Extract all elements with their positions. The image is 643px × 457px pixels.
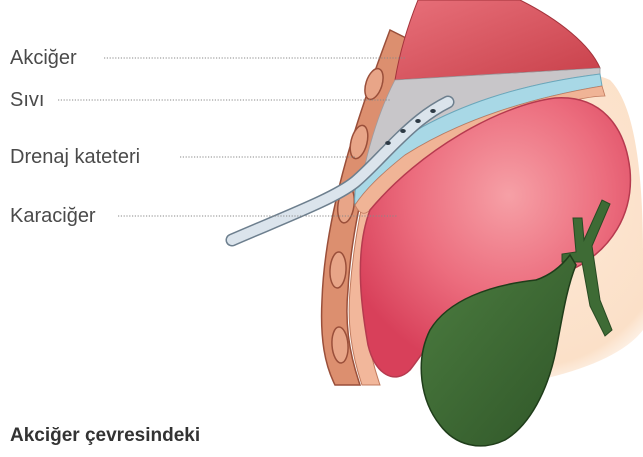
catheter-hole-3 <box>415 119 421 123</box>
catheter-hole-2 <box>400 129 406 133</box>
catheter-hole-1 <box>385 141 391 145</box>
catheter-hole-4 <box>430 109 436 113</box>
label-fluid: Sıvı <box>10 88 44 112</box>
caption-heading: Akciğer çevresindeki <box>10 425 200 447</box>
label-drain-catheter: Drenaj kateteri <box>10 145 140 169</box>
label-lung: Akciğer <box>10 46 77 70</box>
lung-icon <box>395 0 600 80</box>
label-liver: Karaciğer <box>10 204 96 228</box>
